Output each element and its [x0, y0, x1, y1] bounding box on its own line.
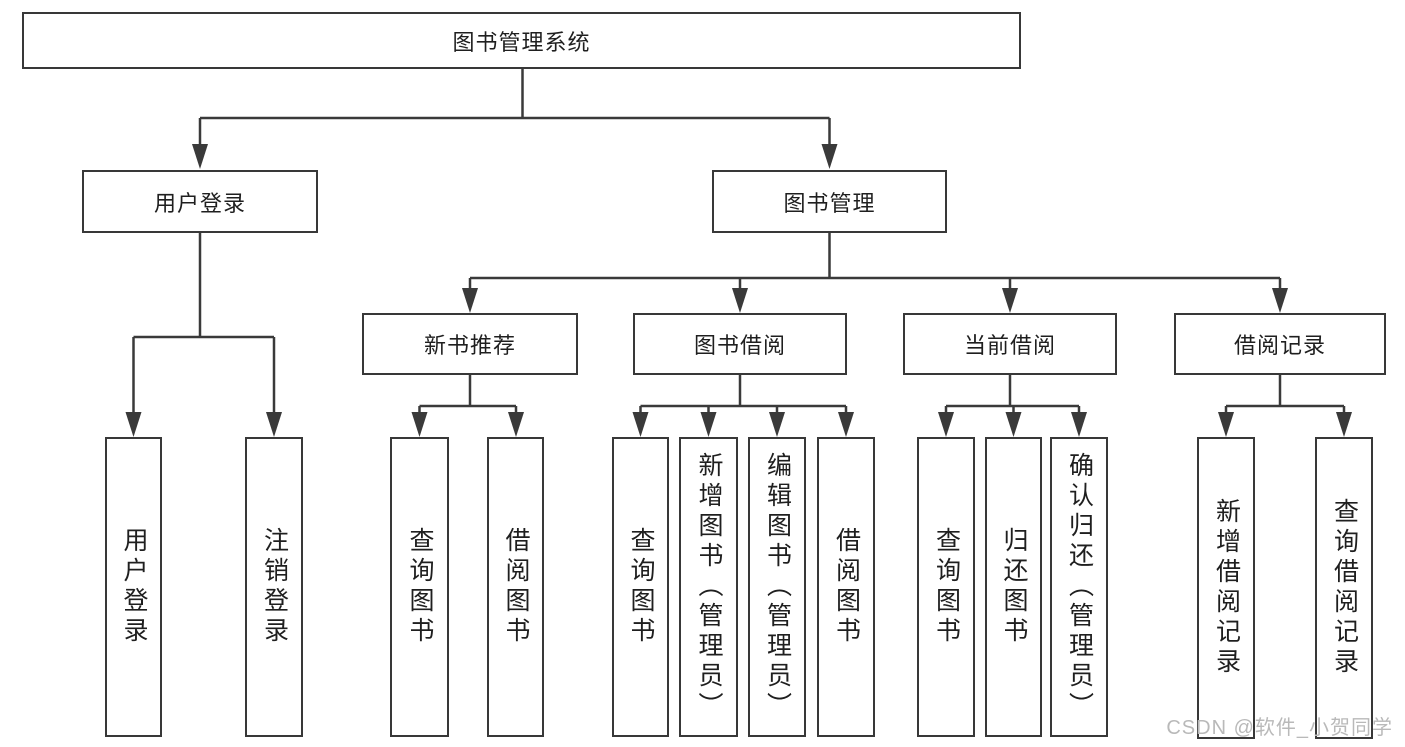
node-logout: 注销登录 [245, 437, 303, 737]
arrowhead [1272, 288, 1288, 313]
node-new-book-recommend: 新书推荐 [362, 313, 578, 375]
node-label: 当前借阅 [963, 333, 1056, 358]
arrowhead [769, 412, 785, 437]
connector-current-borrow [944, 375, 1081, 414]
node-current-borrow: 当前借阅 [903, 313, 1117, 375]
node-add-book-admin: 新增图书（管理员） [679, 437, 738, 737]
node-book-management: 图书管理 [712, 170, 947, 233]
node-label: 图书管理 [783, 190, 876, 216]
node-query-books-recommend: 查询图书 [390, 437, 449, 737]
node-label: 借阅记录 [1233, 333, 1326, 358]
node-query-books-borrow: 查询图书 [612, 437, 669, 737]
node-return-book: 归还图书 [985, 437, 1042, 737]
connector-arrowheads [125, 144, 1352, 437]
arrowhead [462, 288, 478, 313]
node-label: 新增图书（管理员） [695, 452, 723, 722]
connector-new-book-recommend [418, 375, 518, 414]
arrowhead [838, 412, 854, 437]
node-edit-book-admin: 编辑图书（管理员） [748, 437, 806, 737]
node-label: 查询图书 [406, 527, 434, 647]
node-label: 编辑图书（管理员） [763, 452, 792, 722]
csdn-watermark: CSDN @软件_小贺同学 [1166, 717, 1393, 739]
node-label: 查询借阅记录 [1330, 498, 1359, 678]
connector-lines [132, 69, 1346, 414]
node-label: 用户登录 [120, 527, 148, 647]
node-book-borrow: 图书借阅 [633, 313, 847, 375]
node-label: 借阅图书 [832, 527, 861, 647]
node-label: 新增借阅记录 [1212, 498, 1241, 678]
arrowhead [1071, 412, 1087, 437]
node-borrow-books-recommend: 借阅图书 [487, 437, 544, 737]
arrowhead [1218, 412, 1234, 437]
node-query-borrow-record: 查询借阅记录 [1315, 437, 1373, 739]
node-label: 注销登录 [260, 527, 289, 647]
arrowhead [1002, 288, 1018, 313]
node-label: 借阅图书 [502, 527, 530, 647]
arrowhead [938, 412, 954, 437]
connector-root [198, 69, 831, 146]
node-label: 新书推荐 [423, 333, 516, 358]
arrowhead [700, 412, 717, 437]
node-label: 图书借阅 [693, 333, 786, 358]
connector-book-borrow [639, 375, 848, 414]
node-borrow-books: 借阅图书 [817, 437, 875, 737]
node-label: 归还图书 [1000, 527, 1028, 647]
arrowhead [125, 412, 142, 437]
arrowhead [1336, 412, 1352, 437]
arrowhead [632, 412, 649, 437]
arrowhead [732, 288, 748, 313]
arrowhead [821, 144, 838, 169]
node-user-login: 用户登录 [82, 170, 318, 233]
arrowhead [1005, 412, 1022, 437]
arrowhead [411, 412, 428, 437]
connector-user-login [132, 233, 276, 414]
node-label: 用户登录 [153, 190, 246, 216]
node-label: 确认归还（管理员） [1065, 452, 1094, 722]
node-borrow-records: 借阅记录 [1174, 313, 1386, 375]
node-query-books-current: 查询图书 [917, 437, 975, 737]
node-label: 查询图书 [627, 527, 655, 647]
node-label: 查询图书 [932, 527, 961, 647]
node-add-borrow-record: 新增借阅记录 [1197, 437, 1255, 739]
node-user-login-action: 用户登录 [105, 437, 162, 737]
arrowhead [192, 144, 208, 169]
arrowhead [508, 412, 524, 437]
node-label: 图书管理系统 [452, 29, 591, 55]
arrowhead [266, 412, 282, 437]
node-library-management-system: 图书管理系统 [22, 12, 1021, 69]
node-confirm-return-admin: 确认归还（管理员） [1050, 437, 1108, 737]
connector-book-management [468, 233, 1282, 291]
connector-borrow-records [1224, 375, 1346, 414]
